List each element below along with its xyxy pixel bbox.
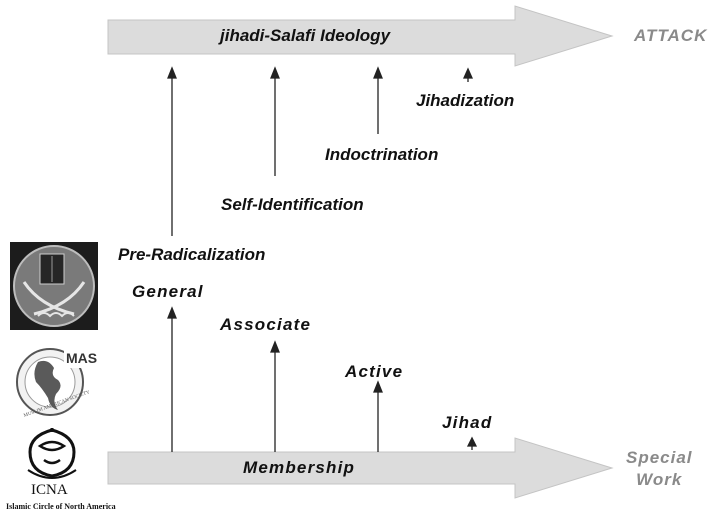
arrowhead-icon bbox=[270, 66, 280, 79]
arrowhead-icon bbox=[373, 380, 383, 393]
mas-logo bbox=[16, 348, 100, 416]
level-jihad: Jihad bbox=[442, 413, 493, 432]
stage-jihadization: Jihadization bbox=[416, 91, 515, 110]
level-active: Active bbox=[345, 362, 404, 381]
arrowhead-icon bbox=[167, 66, 177, 79]
icna-logo bbox=[27, 428, 77, 479]
mas-logo-text: MAS bbox=[66, 350, 98, 366]
stage-pre-radicalization: Pre-Radicalization bbox=[118, 245, 266, 264]
arrowhead-icon bbox=[466, 436, 478, 447]
stage-indoctrination: Indoctrination bbox=[325, 145, 439, 164]
arrowhead-icon bbox=[167, 306, 177, 319]
level-associate: Associate bbox=[220, 315, 312, 334]
stage-self-identification: Self-Identification bbox=[221, 195, 364, 214]
arrowhead-icon bbox=[373, 66, 383, 79]
attack-label: ATTACK bbox=[634, 26, 708, 45]
ideology-arrow bbox=[107, 5, 614, 67]
emblem-logo bbox=[10, 242, 98, 330]
americas-map-icon bbox=[34, 360, 61, 410]
icna-logo-text: ICNA bbox=[31, 482, 68, 498]
membership-label: Membership bbox=[243, 458, 356, 477]
icna-caption: Islamic Circle of North America bbox=[6, 502, 116, 511]
level-general: General bbox=[132, 282, 204, 301]
membership-arrow bbox=[107, 437, 614, 499]
ideology-label: jihadi-Salafi Ideology bbox=[220, 26, 391, 45]
calligraphy-emblem-icon bbox=[28, 428, 76, 478]
arrowhead-icon bbox=[270, 340, 280, 353]
arrowhead-icon bbox=[462, 67, 474, 79]
